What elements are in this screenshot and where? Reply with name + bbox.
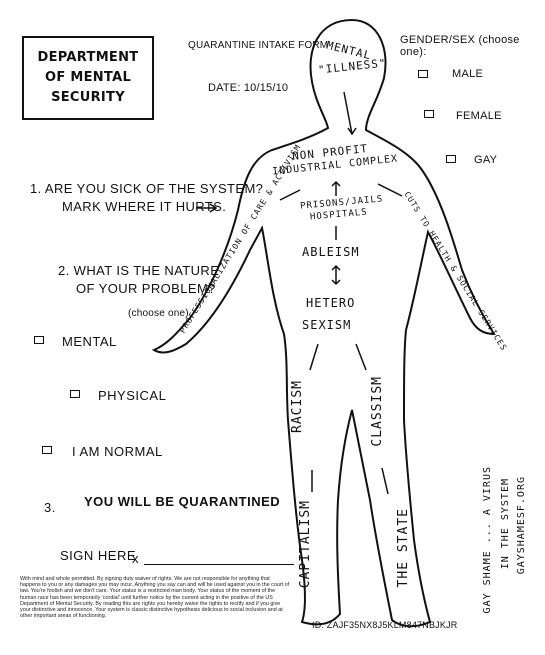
- form-date: DATE: 10/15/10: [208, 82, 289, 94]
- signature-line[interactable]: [144, 564, 294, 565]
- department-title-box: DEPARTMENT OF MENTAL SECURITY: [22, 36, 154, 120]
- arrow-chest-to-prisons: [331, 180, 341, 196]
- checkbox-physical[interactable]: [70, 390, 80, 398]
- arrow-ableism-to-hetero: [331, 264, 341, 286]
- department-line-3: SECURITY: [51, 90, 125, 105]
- label-ableism: ABLEISM: [302, 245, 360, 259]
- label-hetero: HETERO: [306, 296, 356, 310]
- sign-here-x: x: [132, 551, 139, 566]
- department-line-2: OF MENTAL: [44, 70, 132, 85]
- checkbox-female[interactable]: [424, 110, 434, 118]
- body-outline: [151, 18, 496, 628]
- question-2-choose: (choose one): [128, 308, 189, 319]
- department-line-1: DEPARTMENT: [37, 50, 139, 65]
- arrow-to-classism: [355, 343, 367, 371]
- gender-option-female: FEMALE: [456, 110, 502, 122]
- checkbox-male[interactable]: [418, 70, 428, 78]
- option-physical: PHYSICAL: [98, 388, 167, 403]
- q1-arrow-line: [196, 203, 218, 213]
- label-racism: RACISM: [290, 380, 305, 433]
- gender-option-male: MALE: [452, 68, 484, 80]
- option-normal: I AM NORMAL: [72, 444, 163, 459]
- arrow-to-left-arm: [279, 189, 301, 201]
- arrow-head-to-chest: [343, 91, 357, 136]
- checkbox-mental[interactable]: [34, 336, 44, 344]
- question-3-number: 3.: [44, 500, 56, 515]
- label-sexism: SEXISM: [302, 318, 352, 332]
- arrow-to-right-arm: [377, 183, 403, 197]
- arrow-classism-to-state: [381, 467, 389, 495]
- side-text-line-1: GAY SHAME ... A VIRUS: [482, 466, 493, 614]
- side-text-line-2: IN THE SYSTEM: [500, 478, 511, 570]
- label-capitalism: CAPITALISM: [298, 500, 313, 589]
- option-mental: MENTAL: [62, 334, 117, 349]
- question-3-text: YOU WILL BE QUARANTINED: [84, 494, 281, 509]
- question-1-line-1: 1. ARE YOU SICK OF THE SYSTEM?: [30, 181, 264, 196]
- gender-option-gay: GAY: [474, 154, 498, 166]
- question-2-line-2: OF YOUR PROBLEM?: [76, 281, 216, 296]
- question-2-line-1: 2. WHAT IS THE NATURE: [58, 263, 220, 278]
- checkbox-normal[interactable]: [42, 446, 52, 454]
- side-text-line-3: GAYSHAMESF.ORG: [516, 476, 527, 575]
- form-title: QUARANTINE INTAKE FORM: [188, 40, 329, 51]
- label-classism: CLASSISM: [370, 376, 385, 447]
- checkbox-gay[interactable]: [446, 155, 456, 163]
- arrow-to-racism: [309, 343, 319, 371]
- sign-here-label: SIGN HERE: [60, 548, 137, 563]
- fine-print: With mind and whole permitted. By signin…: [20, 576, 290, 620]
- gender-label: GENDER/SEX (choose one):: [400, 34, 520, 58]
- question-1-line-2: MARK WHERE IT HURTS.: [62, 199, 227, 214]
- label-the-state: THE STATE: [396, 508, 411, 588]
- form-id: ID: ZAJF35NX8J5KLM847NBJKJR: [312, 620, 458, 630]
